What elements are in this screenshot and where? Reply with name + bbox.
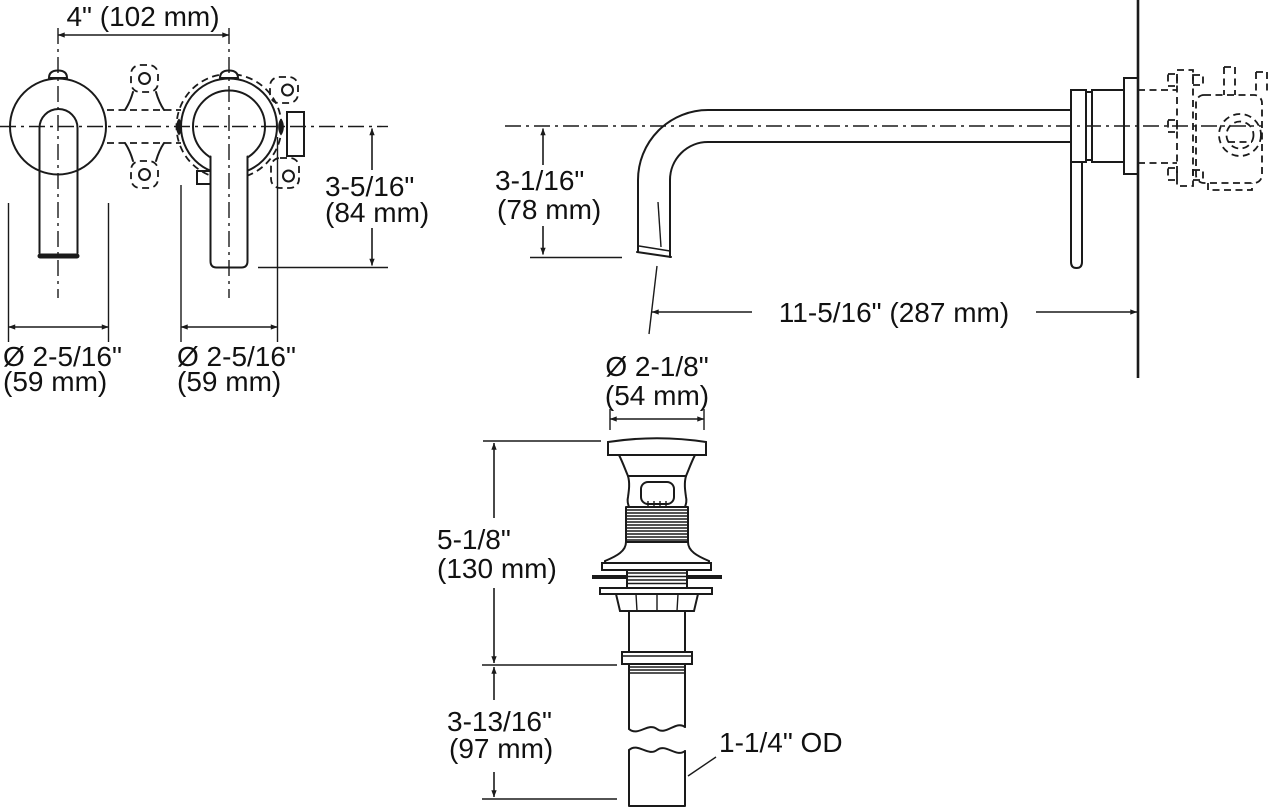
dim-spout-diameter: Ø 2-5/16" (59 mm): [3, 203, 122, 397]
escutcheon-side: [1070, 77, 1139, 270]
dim-drain-lower: 3-13/16" (97 mm): [447, 666, 617, 800]
dim-spout-dia-in: Ø 2-5/16": [3, 341, 122, 372]
dim-drain-lower-in: 3-13/16": [447, 706, 552, 737]
dim-spout-drop-in: 3-1/16": [495, 165, 584, 196]
dim-drain-lower-mm: (97 mm): [449, 733, 553, 764]
dim-handle-dia-mm: (59 mm): [177, 366, 281, 397]
dim-front-height-in: 3-5/16": [325, 171, 414, 202]
dim-spout-drop: 3-1/16" (78 mm): [495, 128, 622, 259]
dim-front-height: 3-5/16" (84 mm): [258, 128, 429, 269]
leader-line: [687, 756, 717, 777]
drain-cap: [607, 437, 707, 456]
drain-tailpiece: [621, 610, 693, 807]
dim-spout-reach: 11-5/16" (287 mm): [648, 265, 1138, 335]
dim-drain-upper-in: 5-1/8": [437, 524, 511, 555]
break-line-upper: [628, 724, 686, 733]
dim-cap-dia-mm: (54 mm): [605, 380, 709, 411]
lever-side: [1070, 161, 1083, 270]
dim-spacing-label: 4" (102 mm): [66, 1, 219, 32]
dim-front-height-mm: (84 mm): [325, 197, 429, 228]
spout-side: [636, 109, 1072, 258]
spout-front: [37, 108, 80, 259]
drain-threads-upper: [625, 506, 689, 543]
side-view: 3-1/16" (78 mm) 11-5/16" (287 mm): [495, 0, 1268, 378]
drain-flange: [592, 541, 722, 612]
dim-cap-diameter: Ø 2-1/8" (54 mm): [605, 351, 709, 430]
dim-handle-dia-in: Ø 2-5/16": [177, 341, 296, 372]
screw-right: [278, 118, 284, 136]
dim-spout-drop-mm: (78 mm): [497, 194, 601, 225]
label-tail-od-text: 1-1/4" OD: [719, 727, 843, 758]
drain-assembly: Ø 2-1/8" (54 mm) 5-1/8" (130 mm) 3-13/16…: [437, 351, 843, 807]
coupling-ring: [621, 651, 693, 665]
bracket-side-clamp: [286, 111, 305, 157]
drain-clevis: [626, 475, 688, 508]
rough-in-valve: [1138, 66, 1268, 191]
dim-spout-reach-label: 11-5/16" (287 mm): [779, 297, 1009, 328]
break-line-lower: [628, 746, 686, 754]
dim-spout-dia-mm: (59 mm): [3, 366, 107, 397]
locknut: [614, 593, 700, 612]
dim-handle-diameter: Ø 2-5/16" (59 mm): [177, 137, 296, 397]
front-view: 4" (102 mm) 3-5/16" (84 mm) Ø 2-5/16" (5…: [0, 1, 429, 397]
label-tail-od: 1-1/4" OD: [687, 727, 843, 777]
dim-drain-upper-mm: (130 mm): [437, 553, 557, 584]
dim-spacing: 4" (102 mm): [57, 1, 230, 38]
dim-cap-dia-in: Ø 2-1/8": [605, 351, 708, 382]
dim-drain-upper: 5-1/8" (130 mm): [437, 440, 617, 666]
